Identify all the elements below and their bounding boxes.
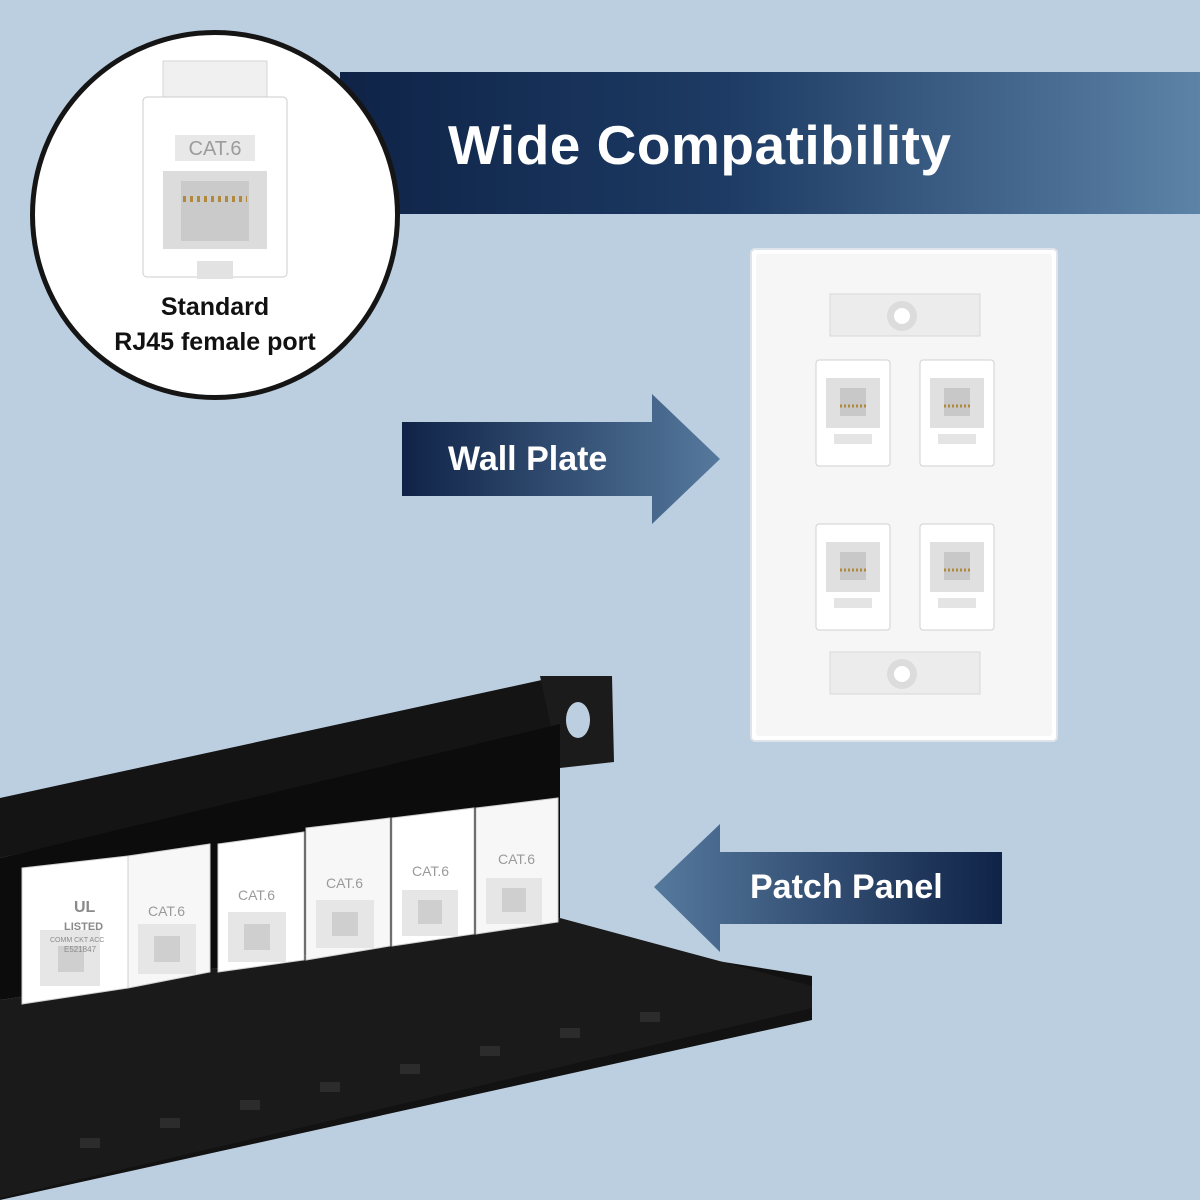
jack-cat-label: CAT.6 (148, 903, 185, 919)
patch-jack (21, 855, 129, 1005)
jack-cat-label: CAT.6 (498, 851, 535, 867)
wall-jack (919, 359, 995, 467)
wall-jack (815, 523, 891, 631)
caption-line-1: Standard (160, 293, 270, 321)
caption-line-2: RJ45 female port (114, 328, 316, 356)
comm-mark: COMM CKT ACC (50, 937, 104, 944)
patch-jack (391, 807, 475, 947)
patch-panel-arrow (654, 824, 1002, 952)
banner-title: Wide Compatibility (448, 114, 952, 176)
wall-plate-image (750, 248, 1058, 742)
jack-cat-label: CAT.6 (326, 875, 363, 891)
header-banner (340, 72, 1200, 214)
patch-panel-image: CAT.6 CAT.6 CAT.6 CAT.6 CAT.6 UL LISTED … (0, 676, 812, 1200)
patch-jack (217, 831, 305, 973)
rj45-callout: CAT.6 (30, 30, 400, 400)
patch-jack (305, 817, 391, 961)
code-mark: E521847 (64, 945, 97, 954)
listed-mark: LISTED (64, 921, 103, 933)
keystone-jack-image: CAT.6 (142, 60, 288, 279)
jack-cat-label: CAT.6 (412, 863, 449, 879)
jack-cat-label: CAT.6 (189, 138, 242, 160)
patch-jack (475, 797, 559, 935)
patch-jack (127, 843, 211, 989)
jack-cat-label: CAT.6 (238, 887, 275, 903)
wall-plate-arrow (402, 394, 720, 524)
wall-plate-label: Wall Plate (448, 440, 608, 478)
patch-panel-label: Patch Panel (750, 868, 943, 906)
wall-jack (919, 523, 995, 631)
wall-jack (815, 359, 891, 467)
rj45-caption: Standard RJ45 female port (60, 290, 370, 360)
ul-mark: UL (74, 899, 96, 916)
